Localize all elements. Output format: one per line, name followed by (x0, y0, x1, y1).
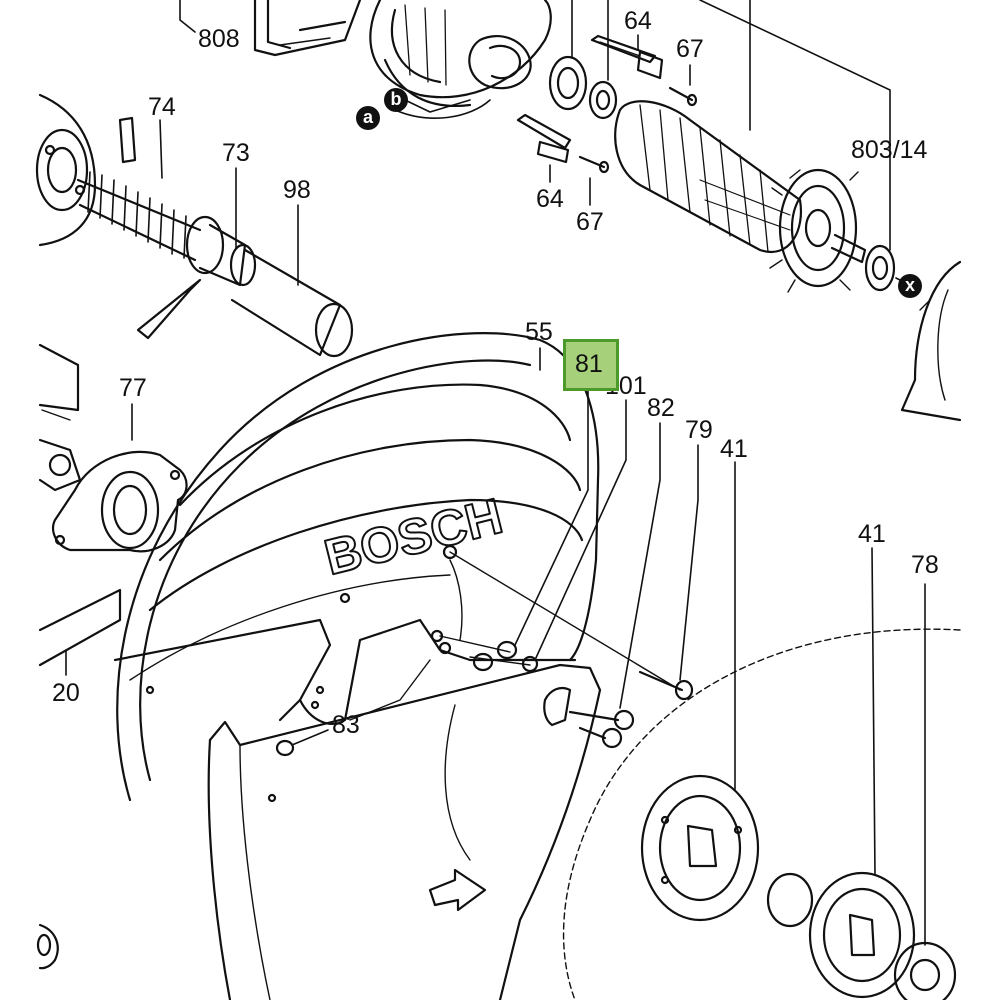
leader-74 (159, 119, 163, 179)
screw-67-top (668, 64, 698, 107)
part-label-55: 55 (525, 318, 553, 346)
part-label-64-top: 64 (624, 7, 652, 35)
left-bracket (38, 343, 82, 492)
part-label-77: 77 (119, 374, 147, 402)
washer-bottom-left (36, 923, 59, 970)
part-label-79: 79 (685, 416, 713, 444)
spring-74 (76, 116, 225, 275)
lower-guard (207, 663, 602, 1002)
leader-101 (534, 399, 627, 661)
callout-x: x (898, 274, 922, 298)
leader-41-right (871, 547, 876, 876)
callout-a: a (356, 106, 380, 130)
part-label-20: 20 (52, 679, 80, 707)
left-gear-housing (35, 93, 97, 247)
leader-82 (619, 422, 661, 709)
part-label-74: 74 (148, 93, 176, 121)
part-label-67-top: 67 (676, 35, 704, 63)
guard-fragment-right (900, 260, 962, 422)
screw-67-lower (578, 155, 610, 206)
part-label-808: 808 (198, 25, 240, 53)
highlighted-part-81[interactable]: 81 (563, 339, 619, 391)
leader-79 (679, 444, 699, 681)
leader-83 (291, 729, 329, 746)
callout-b: b (384, 88, 408, 112)
part-label-98: 98 (283, 176, 311, 204)
part-label-83: 83 (332, 711, 360, 739)
carbon-brush-lower (516, 113, 572, 183)
leader-808 (179, 0, 196, 33)
pin-98 (230, 248, 354, 358)
bracket-803-14 (699, 0, 891, 251)
carbon-brush-top (590, 34, 664, 80)
armature (614, 100, 896, 293)
part-label-78: 78 (911, 551, 939, 579)
flange-41-right (808, 871, 916, 999)
bearing-ring (548, 55, 618, 120)
part-label-41-left: 41 (720, 435, 748, 463)
flange-41-left (640, 774, 760, 922)
shaft-73 (198, 223, 257, 287)
part-label-67-lower: 67 (576, 208, 604, 236)
plate-20 (38, 588, 122, 676)
gear-housing-fragment (253, 0, 362, 57)
part-label-41-right: 41 (858, 520, 886, 548)
part-label-73: 73 (222, 139, 250, 167)
motor-stator (369, 0, 552, 119)
part-label-64-lower: 64 (536, 185, 564, 213)
saw-blade (562, 628, 961, 1001)
key-rod (136, 278, 202, 340)
flange-77 (52, 450, 188, 553)
brand-lettering: BOSCH (319, 488, 508, 586)
part-label-81: 81 (575, 350, 603, 378)
leader-a-b (404, 99, 471, 113)
leader-81 (514, 379, 589, 646)
guard-fasteners (439, 551, 694, 749)
part-label-82: 82 (647, 394, 675, 422)
part-label-803-14: 803/14 (851, 136, 928, 164)
